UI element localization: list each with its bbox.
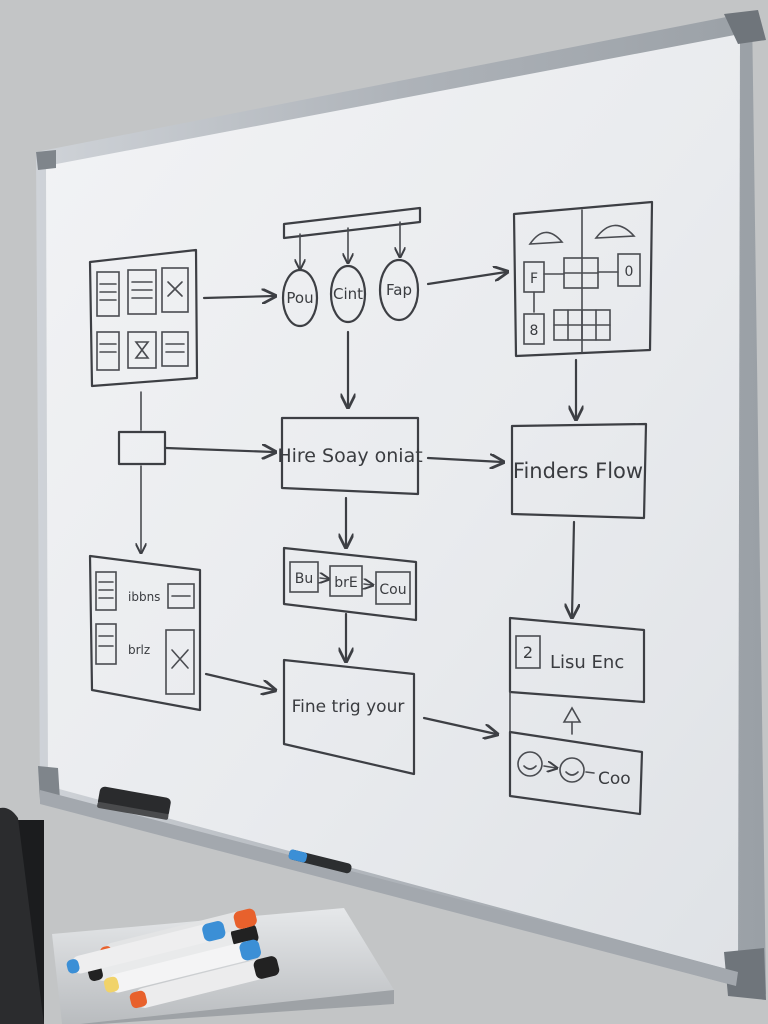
frame-corner-top-left (36, 150, 56, 170)
middle-box: Hire Soay oniat (277, 416, 423, 496)
marker-yellow[interactable] (102, 938, 262, 995)
bottom-right-number: 2 (523, 643, 533, 662)
ledge-marker-blue[interactable] (288, 849, 353, 874)
circle-node-2 (329, 264, 367, 324)
whiteboard-surface (46, 34, 740, 972)
marker-red[interactable] (128, 955, 280, 1011)
panel-label-0: 0 (625, 264, 634, 280)
marker-ledge (40, 790, 738, 986)
wireframe-label-1: ibbns (128, 590, 160, 604)
wireframe-label-2: brlz (128, 643, 150, 657)
circle-label-2: Cint (333, 285, 363, 303)
marker-blue[interactable] (65, 920, 227, 977)
arrow-right-to-bottom-right (572, 520, 574, 616)
bottom-right-label: Coo (598, 769, 631, 789)
ui-wireframe-bottom-left: ibbns brlz (88, 554, 202, 712)
circle-node-1 (281, 268, 319, 328)
frame-corner-bottom-right (724, 948, 766, 1000)
arrow-middle-to-right (426, 458, 502, 462)
arrow-circles-to-panel (426, 272, 506, 286)
circle-label-3: Fap (386, 281, 412, 299)
bottom-right-box: 2 Lisu Enc Coo (508, 616, 646, 816)
circle-node-3 (378, 258, 420, 322)
bottom-box-label: Fine trig your (292, 697, 405, 717)
arrow-wireframe-to-bottom-box (204, 672, 274, 690)
arrow-wireframe-to-circles (202, 296, 274, 298)
arrow-small-box-to-middle (164, 448, 274, 452)
chair-edge (0, 807, 44, 1024)
flowchart: Pou Cint Fap F 0 8 (88, 200, 654, 816)
right-box: Finders Flow (510, 422, 648, 520)
frame-corner-top-right (724, 10, 766, 44)
circle-group: Pou Cint Fap (281, 206, 422, 328)
middle-box-label: Hire Soay oniat (277, 445, 422, 467)
panel-top-right: F 0 8 (512, 200, 654, 358)
chain-box: Bu brE Cou (282, 546, 418, 622)
right-box-label: Finders Flow (513, 459, 643, 483)
ui-wireframe-top-left (88, 248, 199, 388)
chain-label-1: Bu (295, 571, 313, 587)
eraser[interactable] (97, 786, 172, 820)
panel-label-8: 8 (530, 323, 539, 339)
chain-label-2: brE (334, 575, 358, 591)
bottom-right-title: Lisu Enc (550, 652, 624, 673)
panel-label-f: F (530, 271, 538, 287)
bottom-box: Fine trig your (282, 658, 416, 776)
arrow-bottom-box-to-right (422, 716, 496, 734)
chain-label-3: Cou (379, 582, 406, 598)
circle-label-1: Pou (286, 289, 313, 307)
